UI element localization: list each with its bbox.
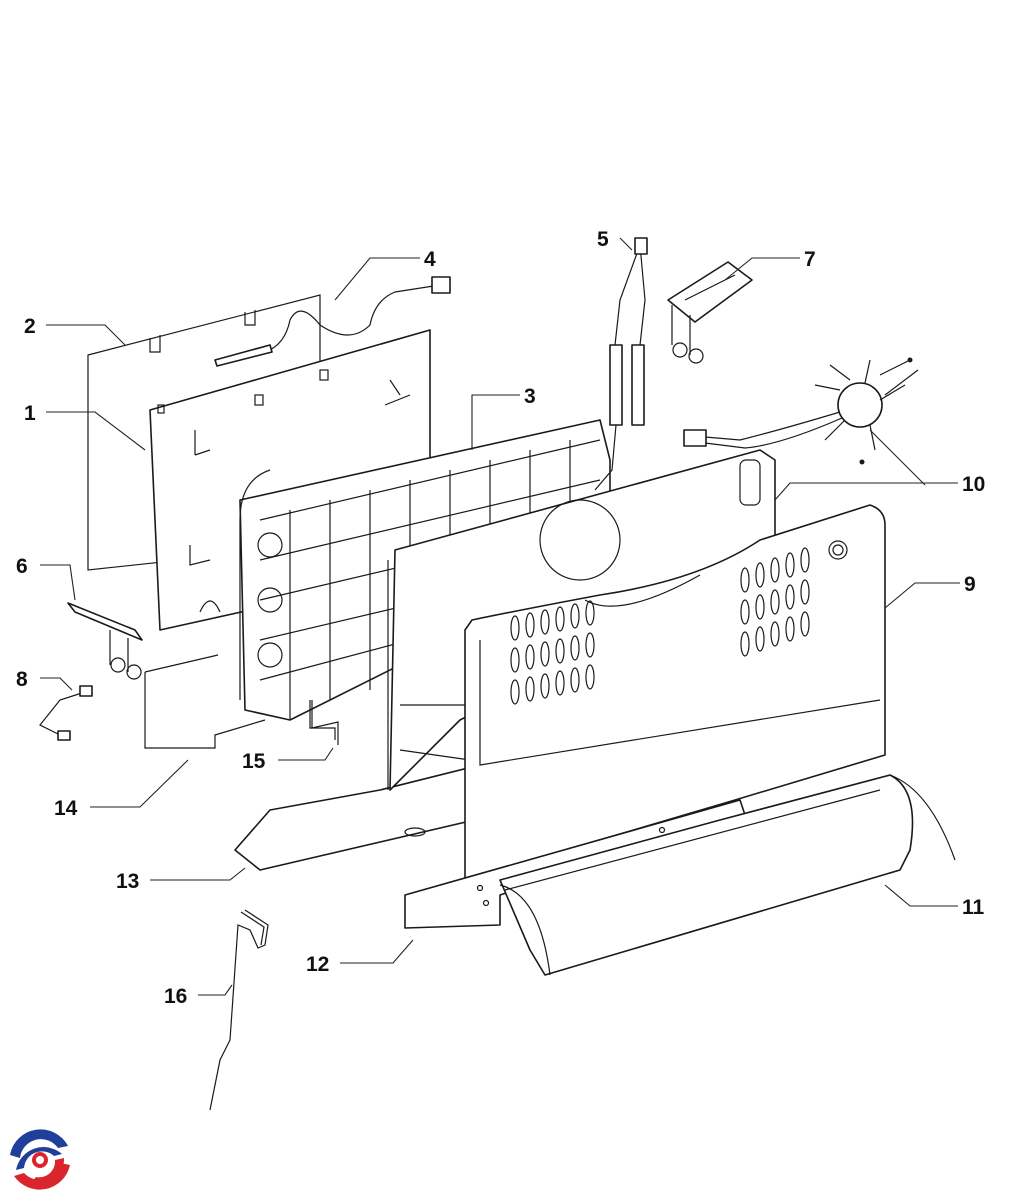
brand-logo-icon (7, 1127, 73, 1193)
part-4-sensor-cable (214, 276, 451, 367)
callout-9: 9 (964, 573, 976, 596)
grille-slots-left (510, 600, 595, 705)
callout-10: 10 (962, 473, 985, 496)
part-7-clip-bracket (667, 261, 753, 364)
part-15-bracket (311, 700, 339, 745)
callout-6: 6 (16, 555, 28, 578)
part-10-fan-motor (683, 357, 919, 465)
part-8-sensor (39, 685, 93, 741)
part-11-bottom-trim (499, 774, 956, 976)
part-14-lower-insulation (144, 654, 266, 749)
callout-14: 14 (54, 797, 78, 820)
part-16-wire-rod (209, 909, 269, 1111)
callout-1: 1 (24, 402, 36, 425)
callout-labels: 1 2 3 4 5 6 7 8 9 10 11 12 13 14 15 16 (16, 228, 985, 1008)
callout-8: 8 (16, 668, 28, 691)
callout-12: 12 (306, 953, 329, 976)
callout-13: 13 (116, 870, 139, 893)
callout-2: 2 (24, 315, 36, 338)
grille-slots-right (740, 547, 810, 657)
callout-11: 11 (962, 896, 985, 919)
callout-3: 3 (524, 385, 536, 408)
callout-16: 16 (164, 985, 187, 1008)
part-5-defrost-heater (594, 237, 648, 491)
callout-4: 4 (424, 248, 436, 271)
part-6-side-clip (67, 602, 143, 680)
callout-5: 5 (597, 228, 609, 251)
leader-lines (40, 237, 960, 996)
callout-15: 15 (242, 750, 266, 773)
callout-7: 7 (804, 248, 816, 271)
part-9-front-cover (464, 504, 886, 881)
